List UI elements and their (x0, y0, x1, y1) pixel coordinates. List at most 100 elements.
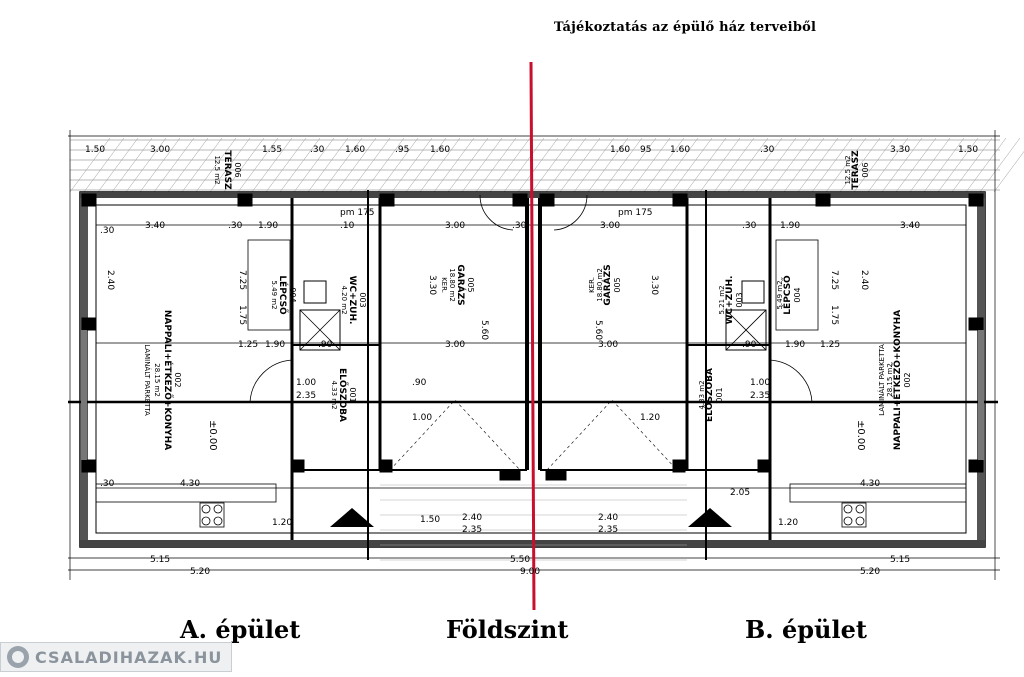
hatch-line (853, 137, 895, 193)
hatch-diagonal (69, 137, 1024, 193)
svg-text:1.25: 1.25 (820, 340, 840, 350)
svg-text:2.35: 2.35 (296, 391, 316, 401)
hatch-line (573, 137, 615, 193)
room-b-living: NAPPALI+ÉTKEZŐ+KONYHA (891, 310, 903, 450)
hatch-line (293, 137, 335, 193)
svg-text:006: 006 (861, 162, 870, 177)
svg-text:3.00: 3.00 (445, 221, 465, 231)
svg-text:2.40: 2.40 (598, 513, 618, 523)
room-b-garage: GARÁZS (601, 264, 613, 305)
floor-plan: TERASZ NAPPALI+ÉTKEZŐ+KONYHA LÉPCSŐ WC+Z… (68, 61, 1024, 610)
svg-text:KER.: KER. (440, 277, 448, 293)
hatch-line (839, 137, 881, 193)
level-markers: ±0.00 ±0.00 (207, 420, 866, 451)
svg-text:.30: .30 (228, 221, 243, 231)
hatch-line (545, 137, 587, 193)
hatch-line (503, 137, 545, 193)
hatch-line (657, 137, 699, 193)
svg-text:5.20: 5.20 (860, 567, 880, 577)
hatch-line (559, 137, 601, 193)
hatch-line (993, 151, 1024, 193)
hatch-line (139, 137, 181, 193)
svg-text:LAMINÁLT PARKETTA: LAMINÁLT PARKETTA (877, 344, 886, 416)
svg-text:18.80 m2: 18.80 m2 (596, 268, 604, 302)
hatch-line (377, 137, 419, 193)
svg-text:4.30: 4.30 (860, 479, 880, 489)
caption-building-a: A. épület (180, 615, 301, 644)
svg-text:2.40: 2.40 (105, 270, 115, 290)
svg-text:1.60: 1.60 (610, 145, 630, 155)
svg-text:1.50: 1.50 (958, 145, 978, 155)
hatch-line (391, 137, 433, 193)
hatch-line (643, 137, 685, 193)
svg-text:.30: .30 (100, 479, 115, 489)
dimension-texts: 1.50 3.00 1.55 .30 1.60 .95 1.60 1.60 95… (85, 145, 978, 577)
hatch-line (741, 137, 783, 193)
hatch-line (363, 137, 405, 193)
svg-text:4.33 m2: 4.33 m2 (330, 380, 338, 409)
svg-text:001: 001 (348, 387, 357, 402)
svg-text:.90: .90 (412, 378, 427, 388)
svg-text:003: 003 (735, 292, 744, 307)
svg-text:.30: .30 (100, 226, 115, 236)
svg-text:005: 005 (613, 277, 622, 292)
hatch-line (965, 137, 1007, 193)
entrance-arrow-a (330, 508, 374, 527)
svg-text:±0.00: ±0.00 (207, 420, 218, 451)
svg-text:1.75: 1.75 (237, 305, 247, 325)
svg-text:2.35: 2.35 (750, 391, 770, 401)
svg-text:pm 175: pm 175 (618, 208, 653, 218)
svg-text:1.75: 1.75 (829, 305, 839, 325)
svg-text:004: 004 (288, 287, 297, 302)
hatch-line (923, 137, 965, 193)
svg-text:±0.00: ±0.00 (855, 420, 866, 451)
svg-text:2.05: 2.05 (730, 488, 750, 498)
svg-text:002: 002 (173, 372, 182, 387)
hatch-line (587, 137, 629, 193)
hatch-line (909, 137, 951, 193)
hatch-line (797, 137, 839, 193)
svg-text:9.00: 9.00 (520, 567, 540, 577)
hatch-line (489, 137, 531, 193)
svg-text:95: 95 (640, 145, 651, 155)
svg-text:4.33 m2: 4.33 m2 (698, 380, 706, 409)
svg-text:3.00: 3.00 (150, 145, 170, 155)
svg-text:1.00: 1.00 (750, 378, 770, 388)
svg-text:3.00: 3.00 (445, 340, 465, 350)
hatch-line (979, 137, 1021, 193)
svg-text:3.00: 3.00 (600, 221, 620, 231)
hatch-line (111, 137, 153, 193)
svg-text:3.30: 3.30 (427, 275, 437, 295)
hatch-line (195, 137, 237, 193)
hatch-line (685, 137, 727, 193)
svg-text:5.60: 5.60 (479, 320, 489, 340)
svg-text:2.35: 2.35 (462, 525, 482, 535)
svg-text:002: 002 (903, 372, 912, 387)
room-a-wc: WC+ZUH. (347, 276, 357, 325)
room-b-terrace: TERASZ (851, 150, 861, 190)
svg-text:001: 001 (715, 387, 724, 402)
watermark-text: CSALADIHAZAK.HU (35, 647, 223, 667)
hatch-line (433, 137, 475, 193)
svg-text:1.20: 1.20 (640, 413, 660, 423)
hatch-line (181, 137, 223, 193)
hatch-line (125, 137, 167, 193)
caption-building-b: B. épület (745, 615, 867, 644)
hatch-line (321, 137, 363, 193)
room-a-stair: LÉPCSŐ (277, 275, 289, 315)
hatch-line (349, 137, 391, 193)
hatch-line (307, 137, 349, 193)
hatch-line (713, 137, 755, 193)
svg-text:12.5 m2: 12.5 m2 (844, 155, 852, 184)
room-a-terrace: TERASZ (222, 150, 232, 190)
svg-text:12.5 m2: 12.5 m2 (213, 155, 221, 184)
hatch-line (811, 137, 853, 193)
svg-text:.10: .10 (340, 221, 355, 231)
hatch-line (601, 137, 643, 193)
svg-text:3.40: 3.40 (145, 221, 165, 231)
svg-text:5.21 m2: 5.21 m2 (718, 285, 726, 314)
svg-text:1.60: 1.60 (670, 145, 690, 155)
svg-text:28.15 m2: 28.15 m2 (886, 363, 894, 397)
hatch-line (867, 137, 909, 193)
hatch-line (237, 137, 279, 193)
